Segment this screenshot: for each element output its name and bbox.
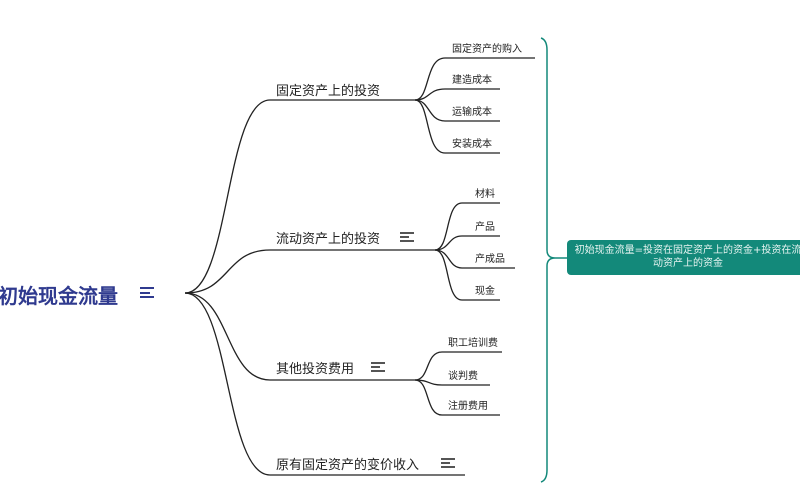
notes-icon[interactable] xyxy=(441,458,455,468)
branch-topic[interactable]: 流动资产上的投资 xyxy=(276,232,381,247)
root-branch-2 xyxy=(184,249,435,294)
notes-icon[interactable] xyxy=(400,232,414,242)
summary-brace xyxy=(540,37,556,483)
branch-topic[interactable]: 原有固定资产的变价收入 xyxy=(276,458,420,473)
branch-topic[interactable]: 其他投资费用 xyxy=(276,362,355,377)
leaf-topic[interactable]: 谈判费 xyxy=(448,371,478,382)
leaf-topic[interactable]: 现金 xyxy=(475,286,495,297)
branch-topic[interactable]: 固定资产上的投资 xyxy=(276,84,381,99)
leaf-topic[interactable]: 注册费用 xyxy=(448,401,488,412)
leaf-topic[interactable]: 产成品 xyxy=(475,254,505,265)
leaf-topic[interactable]: 建造成本 xyxy=(452,75,492,86)
notes-icon[interactable] xyxy=(371,362,385,372)
leaf-topic[interactable]: 运输成本 xyxy=(452,107,492,118)
leaf-topic[interactable]: 安装成本 xyxy=(452,139,492,150)
root-topic[interactable]: 初始现金流量 xyxy=(0,284,118,308)
root-branch-1 xyxy=(184,99,415,294)
root-branch-4 xyxy=(184,292,465,476)
leaf-topic[interactable]: 固定资产的购入 xyxy=(452,44,522,55)
summary-text: 初始现金流量=投资在固定资产上的资金+投资在流动资产上的资金 xyxy=(574,245,800,269)
leaf-topic[interactable]: 职工培训费 xyxy=(448,338,498,349)
summary-box[interactable]: 初始现金流量=投资在固定资产上的资金+投资在流动资产上的资金 xyxy=(567,240,800,275)
root-branch-3 xyxy=(184,292,415,381)
leaf-topic[interactable]: 产品 xyxy=(475,222,495,233)
leaf-topic[interactable]: 材料 xyxy=(475,189,495,200)
notes-icon[interactable] xyxy=(140,287,154,298)
